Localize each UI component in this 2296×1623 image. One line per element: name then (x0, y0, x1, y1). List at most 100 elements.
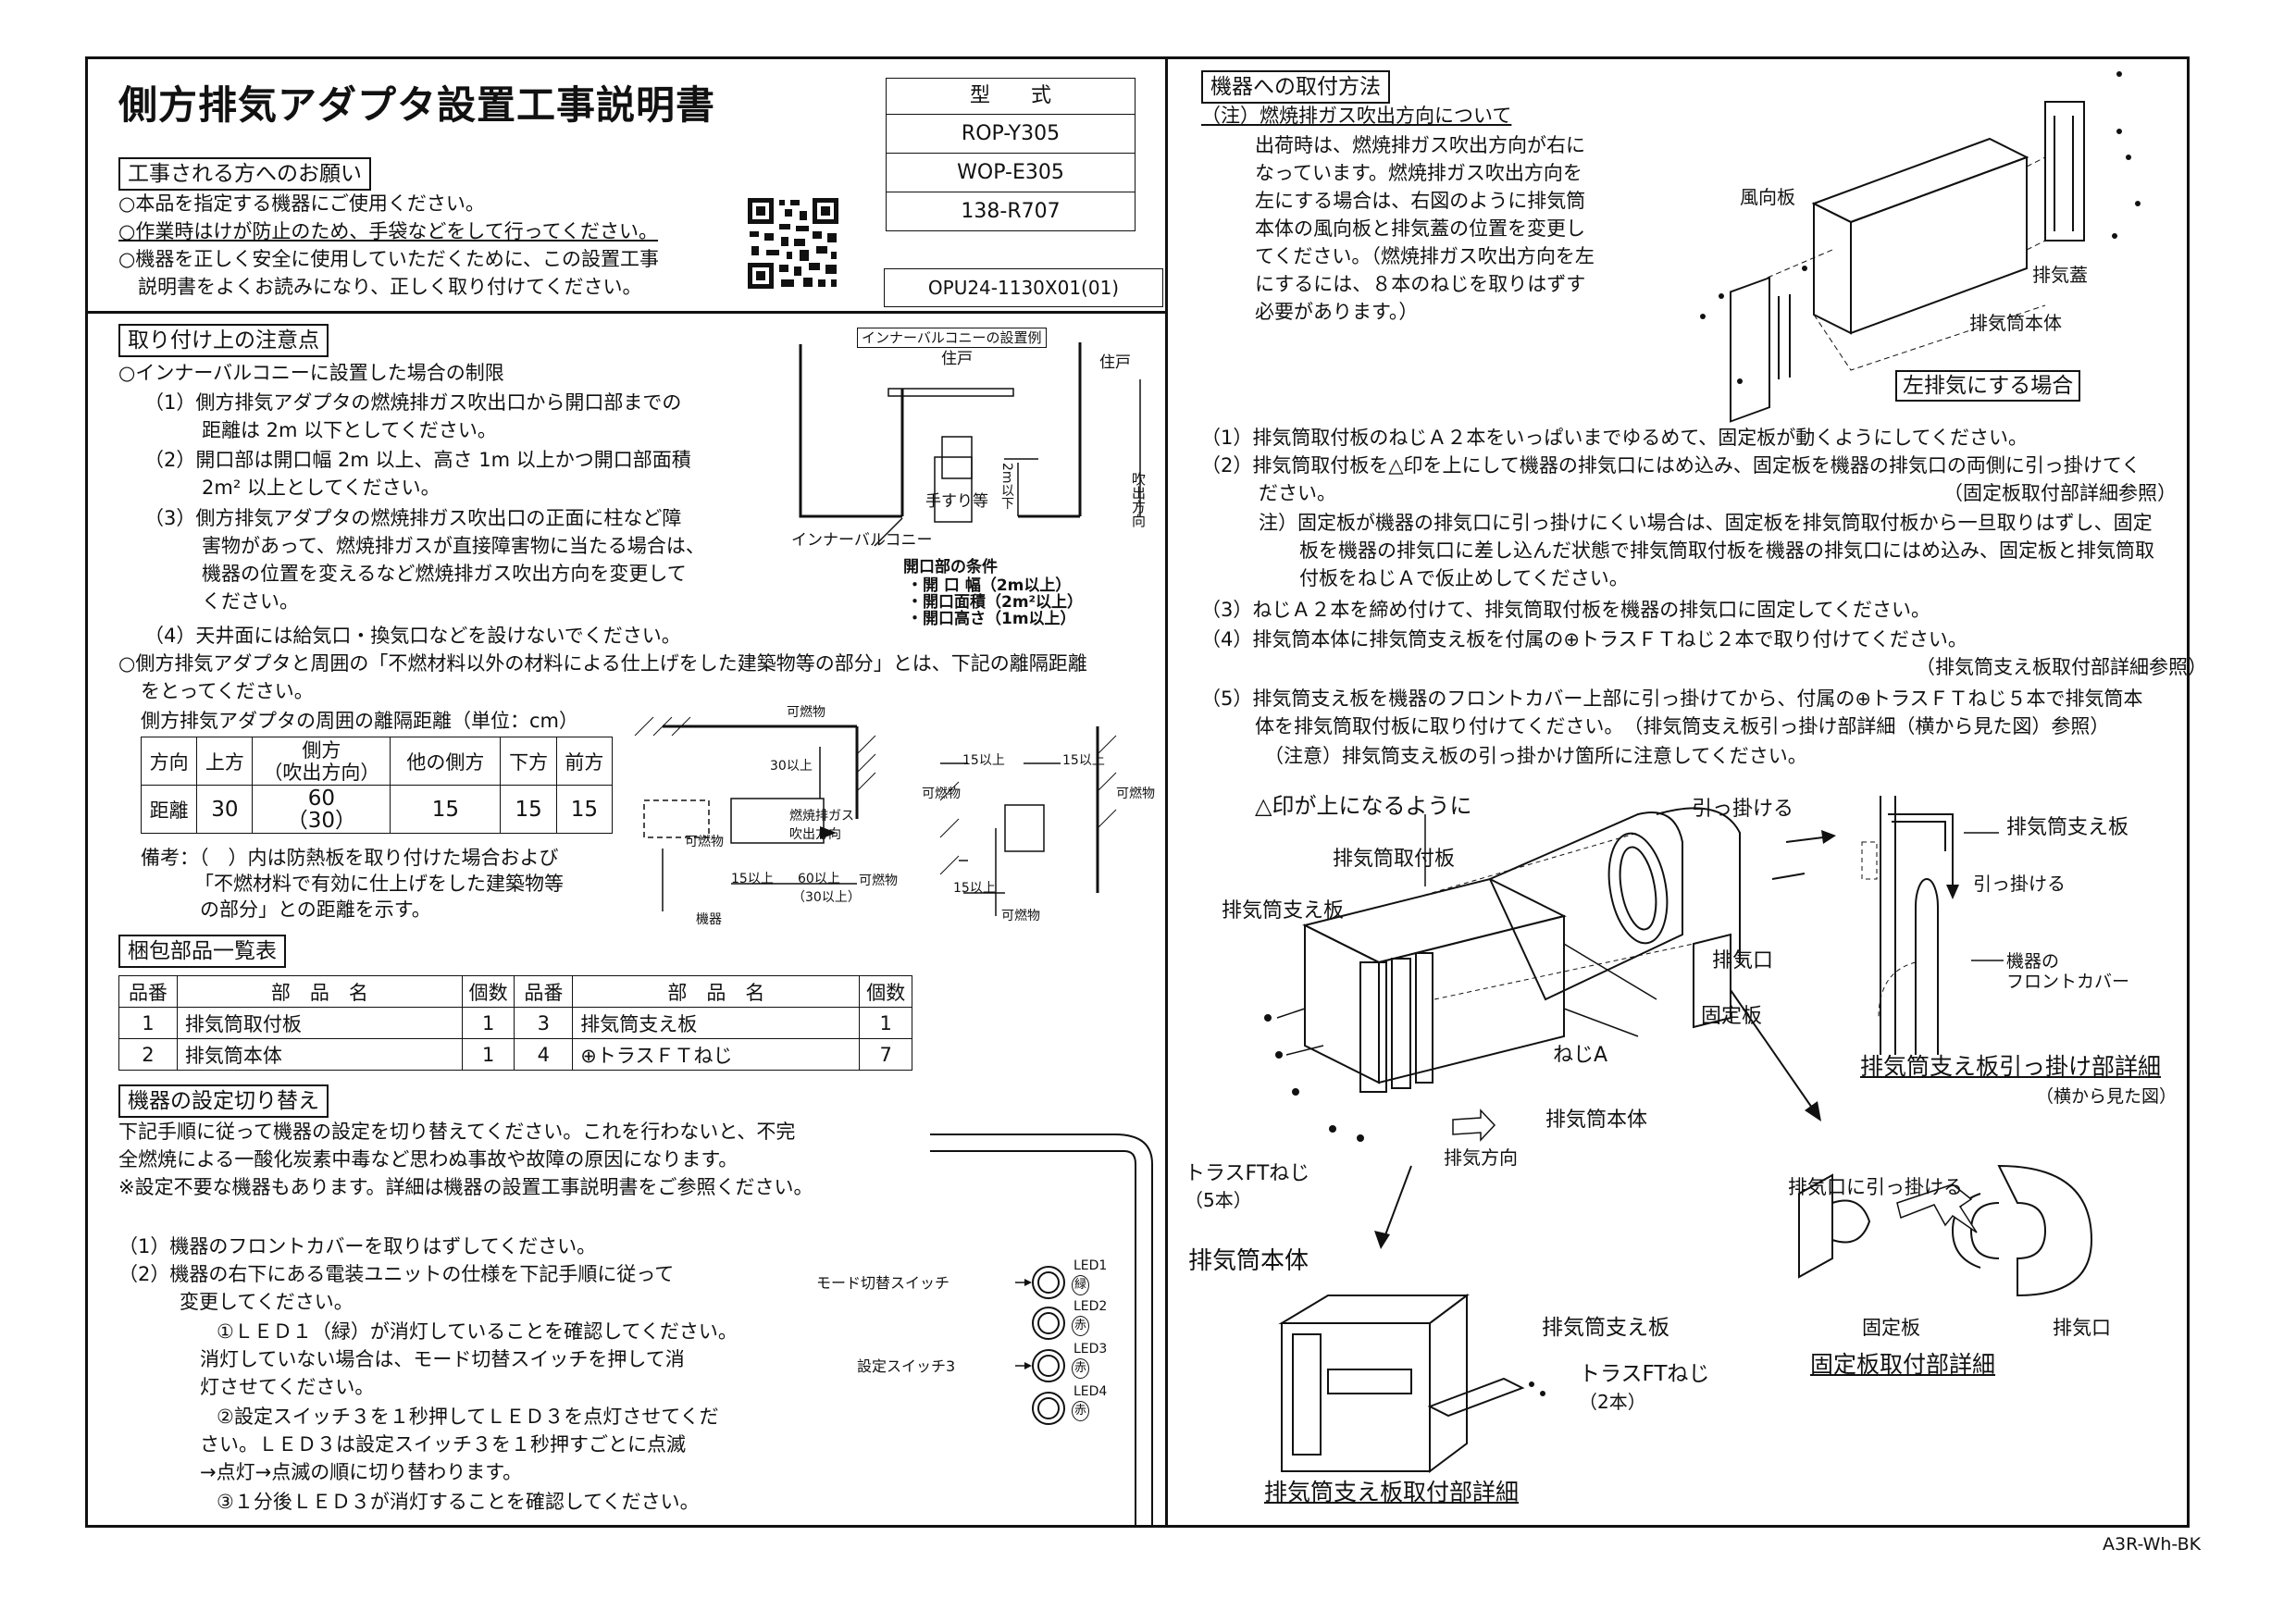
column-divider (1165, 56, 1168, 1528)
parts-header: 品番 (514, 975, 574, 1008)
balcony-dwelling-left: 住戸 (941, 350, 973, 368)
table-cell: 15 (390, 785, 502, 834)
table-header: 側方 （吹出方向） (252, 737, 391, 786)
mounting-step: 注）固定板が機器の排気口に引っ掛けにくい場合は、固定板を排気筒取付板から一旦取り… (1259, 512, 2153, 534)
fix-outlet: 排気口 (2053, 1317, 2111, 1339)
table-cell: 60 （30） (252, 785, 391, 834)
table-note: 備考：（ ）内は防熱板を取り付けた場合および (141, 847, 559, 869)
table-header: 上方 (196, 737, 254, 786)
clearance-dim-60: 60以上 (798, 872, 840, 886)
model-2: WOP-E305 (886, 154, 1136, 192)
electrical-unit-diagram (930, 1134, 1153, 1525)
settings-line: 全燃焼による一酸化炭素中毒など思わぬ事故や故障の原因になります。 (118, 1148, 738, 1171)
mounting-step: （3）ねじＡ２本を締め付けて、排気筒取付板を機器の排気口に固定してください。 (1201, 599, 1931, 621)
balcony-handrail: 手すり等 (925, 492, 988, 511)
hook-sub: （横から見た図） (2036, 1086, 2178, 1107)
table-note: の部分」との距離を示す。 (200, 898, 431, 921)
balcony-label: インナーバルコニー (791, 531, 933, 550)
assembly-triangle: △印が上になるように (1255, 793, 1472, 819)
mode-switch-label: モード切替スイッチ (816, 1274, 950, 1292)
parts-header: 品番 (118, 975, 178, 1008)
parts-cell: ⊕トラスＦＴねじ (572, 1038, 861, 1071)
caution-line: をとってください。 (141, 680, 314, 702)
settings-step: ①ＬＥＤ１（緑）が消灯していることを確認してください。 (217, 1320, 738, 1343)
support-body: 排気筒本体 (1188, 1247, 1309, 1275)
table-note: 「不燃材料で有効に仕上げをした建築物等 (194, 873, 564, 895)
clearance-dim-15: 15以上 (1062, 753, 1105, 768)
qr-code-icon[interactable] (748, 198, 838, 289)
settings-step: ②設定スイッチ３を１秒押してＬＥＤ３を点灯させてくだ (217, 1406, 719, 1428)
mounting-note-line: てください。（燃焼排ガス吹出方向を左 (1255, 245, 1595, 267)
support-title: 排気筒支え板取付部詳細 (1264, 1479, 1520, 1505)
header-divider (85, 311, 1166, 314)
mounting-step: （固定板取付部詳細参照） (1943, 482, 2177, 504)
request-line: ○本品を指定する機器にご使用ください。 (118, 192, 485, 215)
hook-arrow (1785, 830, 1836, 844)
parts-cell: 2 (118, 1038, 178, 1071)
parts-cell: 1 (461, 1007, 515, 1039)
table-caption: 側方排気アダプタの周囲の離隔距離（単位：cm） (141, 710, 579, 732)
clearance-table: 方向 上方 側方 （吹出方向） 他の側方 下方 前方 距離 30 60 （30）… (140, 737, 614, 834)
fig-cover: 排気蓋 (2032, 264, 2088, 286)
led-color: 赤 (1072, 1401, 1090, 1421)
settings-step: 変更してください。 (180, 1291, 354, 1313)
clearance-exhaust2: 吹出方向 (789, 827, 841, 842)
settings-step: さい。ＬＥＤ３は設定スイッチ３を１秒押すごとに点滅 (200, 1433, 686, 1456)
clearance-diagram (634, 716, 1117, 916)
assembly-drawing (1264, 807, 1821, 1249)
footer-code: A3R-Wh-BK (2103, 1534, 2202, 1555)
parts-header: 部 品 名 (176, 975, 463, 1008)
parts-cell: 1 (118, 1007, 178, 1039)
assembly-hook: 引っ掛ける (1692, 798, 1794, 821)
parts-cell: 排気筒取付板 (176, 1007, 463, 1039)
doc-code: OPU24-1130X01(01) (884, 268, 1163, 307)
clearance-unit: 機器 (696, 912, 722, 927)
mounting-step: （2）排気筒取付板を△印を上にして機器の排気口にはめ込み、固定板を機器の排気口の… (1201, 454, 2141, 477)
model-header: 型 式 (886, 78, 1136, 115)
clearance-combustible: 可燃物 (787, 705, 825, 720)
duct-figure (1700, 71, 2141, 423)
fig-vane: 風向板 (1740, 186, 1795, 208)
parts-cell: 1 (859, 1007, 912, 1039)
table-cell: 15 (555, 785, 614, 834)
settings-heading: 機器の設定切り替え (118, 1084, 329, 1118)
clearance-combustible: 可燃物 (922, 787, 961, 801)
settings-line: 下記手順に従って機器の設定を切り替えてください。これを行わないと、不完 (118, 1121, 796, 1143)
mounting-step: （排気筒支え板取付部詳細参照） (1916, 656, 2207, 678)
caution-line: （4）天井面には給気口・換気口などを設けないでください。 (144, 625, 681, 647)
mounting-note-line: 出荷時は、燃焼排ガス吹出方向が右に (1255, 134, 1585, 156)
clearance-exhaust: 燃焼排ガス (789, 809, 854, 824)
clearance-combustible: 可燃物 (1001, 909, 1040, 923)
mounting-step: ださい。 (1259, 482, 1336, 504)
fig-body: 排気筒本体 (1969, 312, 2062, 334)
parts-header: 個数 (461, 975, 515, 1008)
hook-title: 排気筒支え板引っ掛け部詳細 (1860, 1053, 2162, 1080)
mounting-step: （5）排気筒支え板を機器のフロントカバー上部に引っ掛けてから、付属の⊕トラスＦＴ… (1201, 688, 2143, 710)
parts-heading: 梱包部品一覧表 (118, 935, 286, 968)
model-3: 138-R707 (886, 192, 1136, 231)
support-support: 排気筒支え板 (1542, 1316, 1669, 1340)
assembly-direction: 排気方向 (1444, 1146, 1518, 1169)
support-count: （2本） (1579, 1391, 1646, 1413)
clearance-combustible: 可燃物 (859, 873, 898, 888)
table-cell: 距離 (140, 785, 198, 834)
mounting-note-title: （注）燃焼排ガス吹出方向について (1201, 105, 1512, 127)
settings-line: ※設定不要な機器もあります。詳細は機器の設置工事説明書をご参照ください。 (118, 1176, 813, 1198)
mounting-step: （4）排気筒本体に排気筒支え板を付属の⊕トラスＦＴねじ２本で取り付けてください。 (1201, 628, 1967, 650)
clearance-dim-15: 15以上 (731, 872, 774, 886)
caution-line: ○側方排気アダプタと周囲の「不燃材料以外の材料による仕上げをした建築物等の部分」… (118, 652, 1087, 675)
led-color: 赤 (1072, 1316, 1090, 1336)
balcony-cond-title: 開口部の条件 (903, 558, 998, 576)
mounting-step: 体を排気筒取付板に取り付けてください。 （排気筒支え板引っ掛け部詳細（横から見た… (1255, 715, 2110, 737)
led-label: LED3 (1074, 1342, 1108, 1357)
led-label: LED4 (1074, 1384, 1108, 1399)
table-cell: 15 (500, 785, 557, 834)
parts-header: 部 品 名 (572, 975, 861, 1008)
clearance-combustible: 可燃物 (685, 835, 724, 849)
balcony-dwelling-right: 住戸 (1099, 353, 1131, 372)
parts-cell: 4 (514, 1038, 574, 1071)
request-line: ○機器を正しく安全に使用していただくために、この設置工事 (118, 248, 660, 270)
settings-step: ③１分後ＬＥＤ３が消灯することを確認してください。 (217, 1491, 700, 1513)
caution-line: （3）側方排気アダプタの燃焼排ガス吹出口の正面に柱など障 (144, 507, 682, 529)
mounting-step: 板を機器の排気口に差し込んだ状態で排気筒取付板を機器の排気口にはめ込み、固定板と… (1299, 539, 2154, 562)
